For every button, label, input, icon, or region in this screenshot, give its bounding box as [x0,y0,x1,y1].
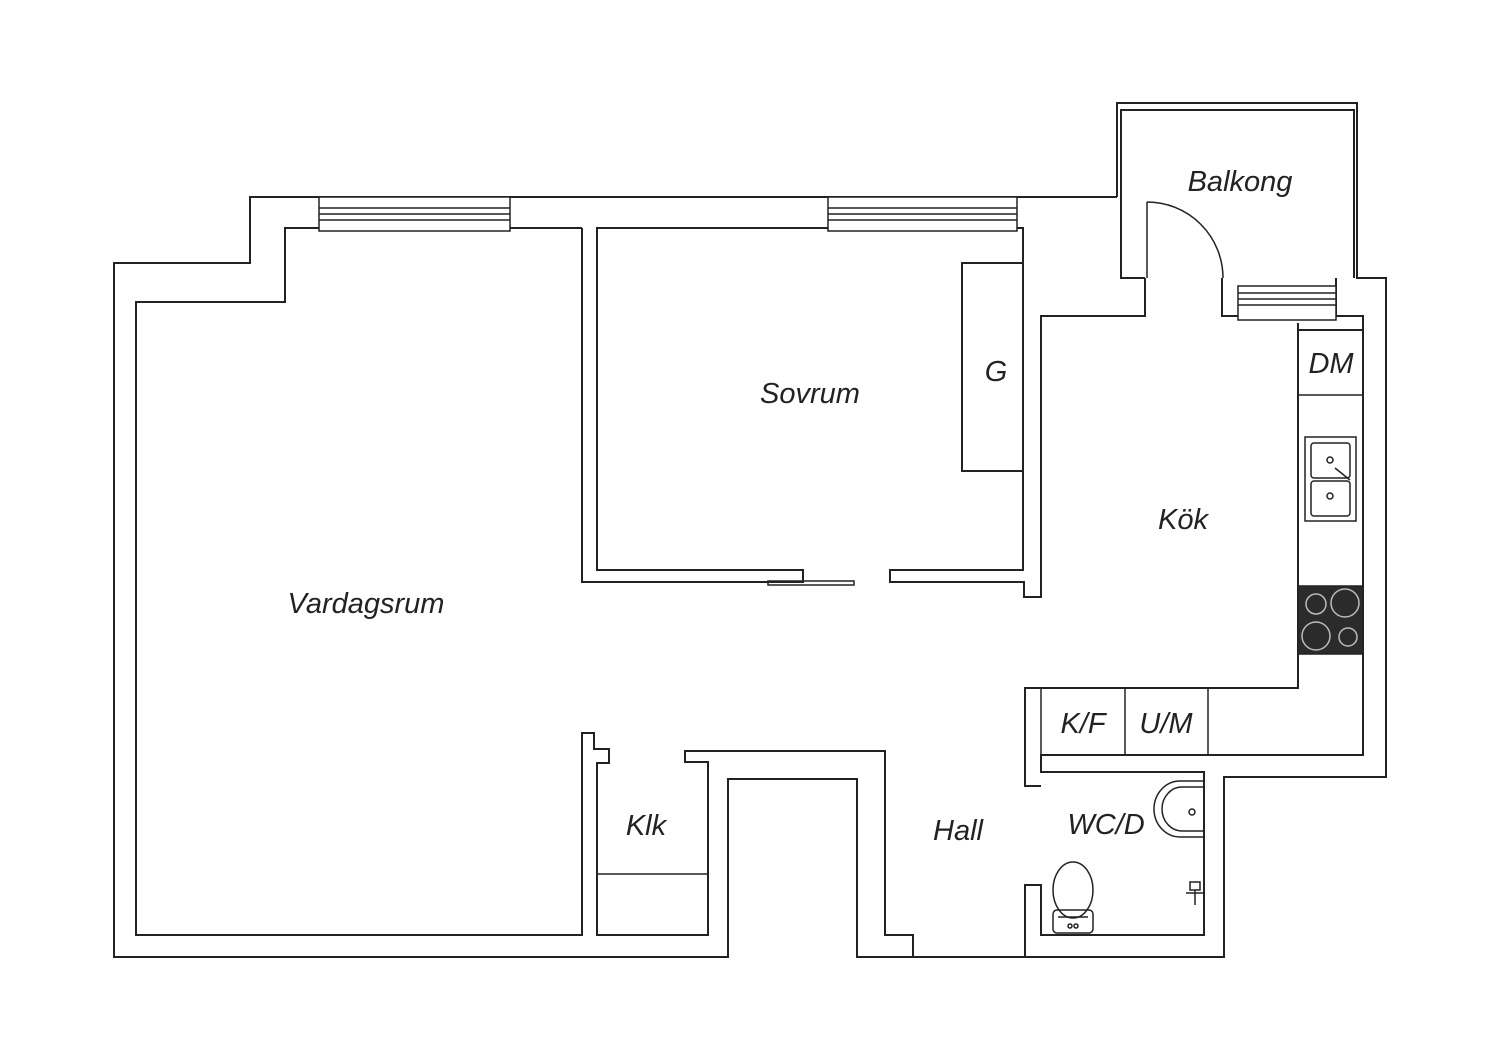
kitchen-inner-wall [1221,278,1240,317]
window-kitchen [1237,285,1337,321]
windows [318,196,1337,321]
label-vardagsrum: Vardagsrum [288,588,445,620]
shower-icon [1186,881,1204,905]
kitchen-sink-icon [1304,436,1357,522]
label-kyl-frys: K/F [1060,708,1107,740]
label-sovrum: Sovrum [760,378,860,410]
living-room-inner-wall [135,227,914,957]
exterior-walls [113,102,1387,958]
bedroom-sliding-door [767,580,855,586]
room-labels: Balkong Sovrum G Vardagsrum Kök DM K/F U… [288,166,1355,847]
stove-icon [1297,585,1364,655]
kitchen-counter-front [1024,323,1299,787]
toilet-icon [1052,861,1094,934]
balcony-door [1146,201,1224,279]
label-hall: Hall [933,815,985,847]
label-kok: Kök [1158,504,1209,536]
outer-wall-outline [113,102,1387,958]
label-garderob: G [985,356,1008,388]
balcony-inner-wall [1120,109,1355,279]
label-klk: Klk [626,810,668,842]
label-diskmaskin: DM [1308,348,1354,380]
label-balkong: Balkong [1188,166,1293,198]
washbasin-icon [1153,780,1203,838]
wardrobe [961,262,1023,472]
label-ugn-mikro: U/M [1139,708,1193,740]
bedroom-inner-wall [581,227,1146,598]
label-wc-dusch: WC/D [1067,809,1144,841]
kitchen-right-inner-wall [1024,278,1364,957]
